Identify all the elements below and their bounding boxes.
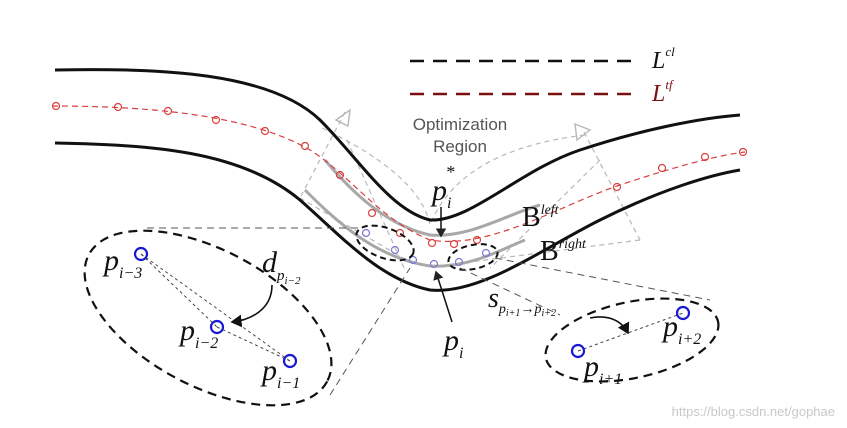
label-b-left: Bleft <box>522 202 560 233</box>
bound-right-line <box>303 188 526 268</box>
trajectory-point <box>163 106 173 116</box>
trajectory-point <box>260 126 270 136</box>
arrow-d <box>230 284 273 328</box>
trajectory-point <box>700 152 710 162</box>
arrow-p-i <box>433 270 453 323</box>
left-callout-ellipse <box>83 229 333 407</box>
label-p-i-star: pi* <box>430 162 454 212</box>
center-group-right <box>447 243 499 271</box>
center-group-left <box>355 224 415 262</box>
trajectory-point <box>738 147 748 157</box>
road-boundary-upper <box>54 68 741 222</box>
label-p-i-minus-3: pi−3 <box>102 244 142 282</box>
region-arrow-right <box>574 122 592 142</box>
left-callout-lines <box>140 253 291 362</box>
label-p-i-minus-1: pi−1 <box>260 354 300 392</box>
trajectory-point <box>300 141 310 151</box>
trajectory-point <box>367 208 377 218</box>
trajectory-point <box>472 235 482 245</box>
road-boundary-lower <box>54 141 741 292</box>
label-p-i-plus-2: pi+2 <box>661 310 701 348</box>
watermark: https://blog.csdn.net/gophae <box>672 404 835 419</box>
point-p-i-minus-2 <box>209 319 225 335</box>
label-p-i: pi <box>442 324 463 362</box>
trajectory-points <box>51 101 748 249</box>
label-s: spi+1→pi+2 <box>488 283 556 319</box>
trajectory-point <box>113 102 123 112</box>
right-callout-link <box>577 312 684 352</box>
trajectory-point <box>612 182 622 192</box>
center-point <box>454 257 464 267</box>
center-point <box>361 228 371 238</box>
trajectory-line <box>51 105 746 242</box>
point-p-i-minus-1 <box>282 353 298 369</box>
optimization-region <box>299 111 641 271</box>
legend-centerline-label: Lcl <box>651 44 675 74</box>
label-d-p-i-minus-2: dpi−2 <box>262 246 301 287</box>
center-point <box>429 259 439 269</box>
trajectory-point <box>51 101 61 111</box>
center-point <box>390 245 400 255</box>
center-points <box>361 228 491 269</box>
point-p-i-plus-1 <box>570 343 586 359</box>
legend-trajectory-label: Ltf <box>651 77 675 107</box>
callout-connectors <box>147 227 711 396</box>
center-point <box>408 255 418 265</box>
point-p-i-plus-2 <box>675 305 691 321</box>
right-callout-ellipse <box>544 297 720 383</box>
bound-left-line <box>323 159 541 237</box>
trajectory-point <box>657 163 667 173</box>
label-p-i-plus-1: pi+1 <box>582 350 622 388</box>
trajectory-point <box>335 170 345 180</box>
legend: Lcl Ltf <box>410 44 675 107</box>
region-label-line2: Region <box>433 137 487 156</box>
trajectory-point <box>211 115 221 125</box>
region-arrow-left <box>334 108 351 128</box>
point-p-i-minus-3 <box>133 246 149 262</box>
trajectory-point <box>395 228 405 238</box>
label-b-right: Bright <box>540 236 587 267</box>
trajectory-point <box>427 238 437 248</box>
arrow-s <box>589 316 630 335</box>
label-p-i-minus-2: pi−2 <box>178 314 218 352</box>
trajectory-point <box>449 239 459 249</box>
center-point <box>481 248 491 258</box>
region-label-line1: Optimization <box>413 115 507 134</box>
